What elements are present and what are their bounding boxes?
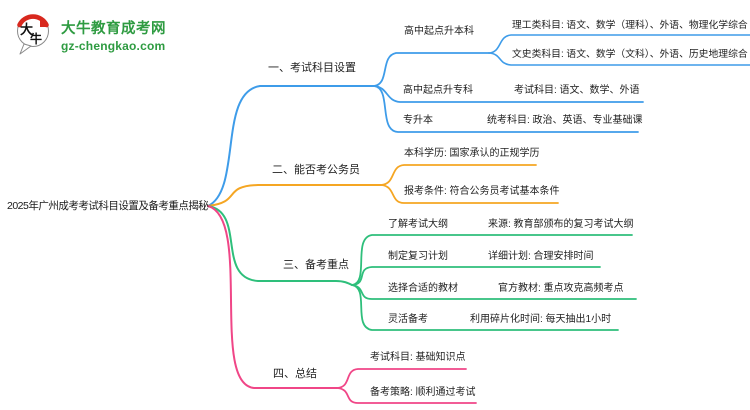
branch1-child2: 高中起点升专科 — [403, 85, 473, 96]
branch3-child4-leaf: 利用碎片化时间: 每天抽出1小时 — [470, 314, 612, 325]
branch3-topic: 三、备考重点 — [283, 259, 349, 271]
branch1-child1: 高中起点升本科 — [404, 26, 474, 37]
branch1-child3: 专升本 — [403, 115, 433, 126]
branch1-child1-leaf1: 理工类科目: 语文、数学（理科）、外语、物理化学综合 — [512, 20, 748, 31]
branch3-child1: 了解考试大纲 — [388, 219, 448, 230]
branch4-leaf1: 考试科目: 基础知识点 — [370, 352, 466, 363]
branch3-child1-leaf: 来源: 教育部颁布的复习考试大纲 — [488, 219, 634, 230]
branch1-child3-leaf1: 统考科目: 政治、英语、专业基础课 — [487, 115, 643, 126]
branch4-leaf2: 备考策略: 顺利通过考试 — [370, 387, 476, 398]
logo-domain: gz-chengkao.com — [61, 39, 166, 53]
branch1-child1-leaf2: 文史类科目: 语文、数学（文科）、外语、历史地理综合 — [512, 49, 748, 60]
branch3-child2-leaf: 详细计划: 合理安排时间 — [488, 251, 594, 262]
branch4-topic: 四、总结 — [273, 368, 317, 380]
site-logo[interactable]: 大 牛 大牛教育成考网 gz-chengkao.com — [14, 12, 166, 58]
branch3-child3: 选择合适的教材 — [388, 283, 458, 294]
branch1-wires — [207, 34, 750, 207]
logo-site-name: 大牛教育成考网 — [61, 21, 166, 37]
logo-text: 大牛教育成考网 gz-chengkao.com — [61, 17, 166, 53]
branch3-child4: 灵活备考 — [388, 314, 428, 325]
branch4-wires — [207, 205, 477, 404]
branch1-child2-leaf1: 考试科目: 语文、数学、外语 — [514, 85, 640, 96]
branch2-topic: 二、能否考公务员 — [272, 164, 360, 176]
branch3-wires — [207, 205, 637, 331]
branch2-wires — [207, 164, 559, 207]
daniu-cow-bubble-icon: 大 牛 — [17, 14, 49, 55]
branch2-leaf2: 报考条件: 符合公务员考试基本条件 — [404, 186, 560, 197]
branch3-child2: 制定复习计划 — [388, 251, 448, 262]
svg-text:大: 大 — [20, 22, 33, 38]
root-topic: 2025年广州成考考试科目设置及备考重点揭秘 — [7, 200, 209, 212]
branch2-leaf1: 本科学历: 国家承认的正规学历 — [404, 148, 540, 159]
branch1-topic: 一、考试科目设置 — [268, 62, 356, 74]
svg-text:牛: 牛 — [30, 31, 42, 46]
branch3-child3-leaf: 官方教材: 重点攻克高频考点 — [498, 283, 624, 294]
